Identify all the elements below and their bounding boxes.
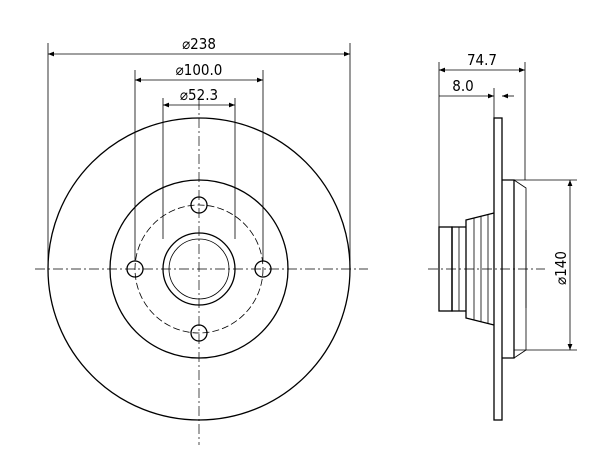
center-bore-inner (168, 238, 230, 300)
hub-flange (465, 212, 495, 326)
hub-diameter-label: ⌀140 (552, 251, 570, 285)
disc-plate (493, 117, 503, 421)
bolt-hole-top (190, 196, 208, 214)
center-bore-label: ⌀52.3 (180, 86, 218, 104)
bolt-circle-label: ⌀100.0 (176, 61, 223, 79)
outer-diameter-label: ⌀238 (182, 35, 216, 53)
total-height-label: 74.7 (467, 51, 497, 69)
bolt-hole-bottom (190, 324, 208, 342)
side-view: 74.7 8.0 ⌀140 (428, 51, 577, 421)
hub-hat-body (502, 179, 515, 359)
bolt-circle (134, 204, 264, 334)
center-bore-outer (162, 232, 236, 306)
hub-hat-edge (109, 179, 289, 359)
disc-thickness-label: 8.0 (452, 77, 473, 95)
hub-end-cap (438, 226, 453, 312)
front-view: ⌀238 ⌀100.0 ⌀52.3 (35, 35, 368, 445)
